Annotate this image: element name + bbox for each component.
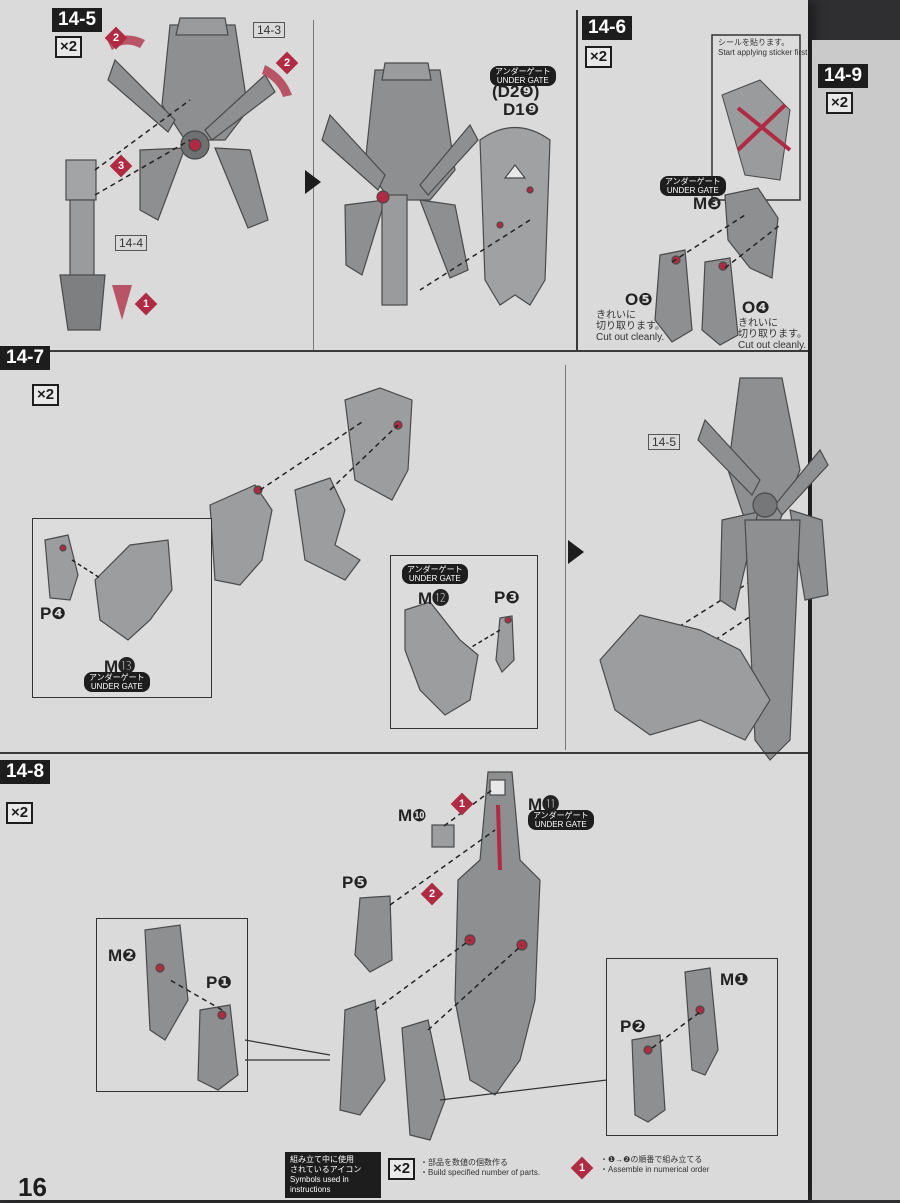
next-arrow-14-7 xyxy=(568,540,584,564)
body-14-8 xyxy=(454,771,541,1096)
divider-h1 xyxy=(0,350,808,352)
part-m3-label: M❸ xyxy=(693,194,722,213)
parts-14-8 xyxy=(144,824,719,1141)
step-14-5-label: 14-5 xyxy=(52,8,103,32)
divider-v3 xyxy=(565,365,566,750)
part-p3-label: P❸ xyxy=(494,588,520,607)
step-14-7-label: 14-7 xyxy=(0,346,51,370)
legend-order-text: ・❶→❷の順番で組み立てる・Assemble in numerical orde… xyxy=(600,1155,710,1174)
sticker-note: シールを貼ります。Start applying sticker first. xyxy=(718,38,810,57)
part-p5-label: P❺ xyxy=(342,873,368,892)
callout-14-3: 14-3 xyxy=(253,22,286,38)
step-14-9-multiplier: ×2 xyxy=(826,92,854,114)
guide-line-14-5b xyxy=(419,219,531,291)
cut-note-left: きれいに切り取ります。Cut out cleanly. xyxy=(596,310,665,343)
part-p2-label: P❷ xyxy=(620,1017,646,1036)
part-m10-label: M❿ xyxy=(398,806,427,825)
part-m2-label: M❷ xyxy=(108,946,137,965)
page-number: 16 xyxy=(18,1172,47,1202)
callout-14-4: 14-4 xyxy=(115,235,148,251)
part-o5-label: O❺ xyxy=(625,290,653,309)
step-14-8-multiplier: ×2 xyxy=(6,802,34,824)
divider-h2 xyxy=(0,752,808,754)
step-14-9-label: 14-9 xyxy=(818,64,869,88)
inset-pointers xyxy=(244,1039,608,1101)
part-m1-label: M❶ xyxy=(720,970,749,989)
blade-assembly-exploded xyxy=(59,17,276,331)
step-14-6-label: 14-6 xyxy=(582,16,633,40)
parts-14-6 xyxy=(654,187,779,346)
part-p1-label: P❶ xyxy=(206,973,232,992)
callout-14-5: 14-5 xyxy=(648,434,681,450)
part-d1-label: D1❾ xyxy=(503,100,540,119)
part-m12-label: M⓬ xyxy=(418,589,450,608)
assembled-14-7 xyxy=(599,377,829,761)
cut-note-right: きれいに切り取ります。Cut out cleanly. xyxy=(738,318,807,351)
shield-part-d1 xyxy=(479,127,551,306)
next-arrow-14-5 xyxy=(305,170,321,194)
blade-assembled xyxy=(321,62,479,306)
guide-lines-14-6 xyxy=(671,214,781,269)
divider-v1 xyxy=(576,10,578,352)
legend-multiplier-badge: ×2 xyxy=(388,1158,416,1180)
part-o4-label: O❹ xyxy=(742,298,770,317)
inset-14-8-left xyxy=(96,918,248,1092)
next-page-edge xyxy=(812,40,900,1200)
inset-14-8-right xyxy=(606,958,778,1136)
step-14-5-multiplier: ×2 xyxy=(55,36,83,58)
guide-lines-14-5 xyxy=(94,99,191,196)
step-14-6-multiplier: ×2 xyxy=(585,46,613,68)
part-d2-label: (D2❾) xyxy=(492,82,540,101)
legend-multiplier-text: ・部品を数値の個数作る・Build specified number of pa… xyxy=(420,1158,541,1177)
part-m11-label: M⓫ xyxy=(528,795,560,814)
sticker-inset-14-6 xyxy=(711,34,801,201)
part-p4-label: P❹ xyxy=(40,604,66,623)
step-14-8-label: 14-8 xyxy=(0,760,51,784)
part-m13-label: M⓭ xyxy=(104,657,136,676)
step-14-7-multiplier: ×2 xyxy=(32,384,60,406)
